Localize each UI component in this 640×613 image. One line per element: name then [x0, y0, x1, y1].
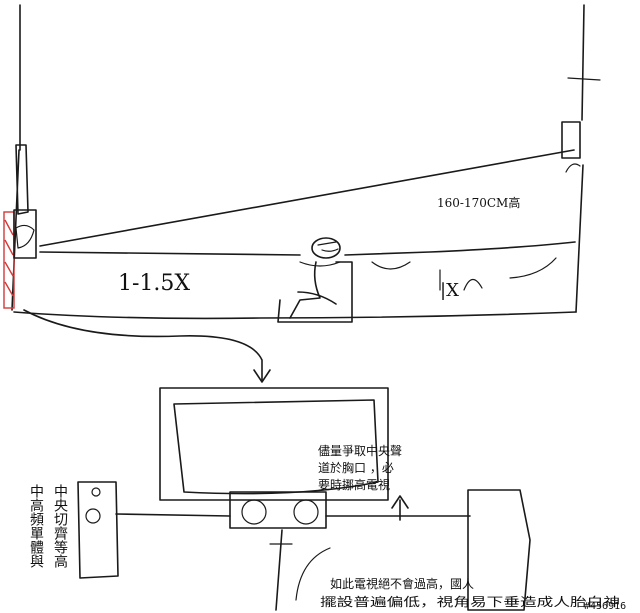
- listener-body: [289, 261, 321, 319]
- connector-curve: [23, 309, 263, 381]
- ear-arc: [371, 261, 411, 270]
- tv-outer: [159, 387, 389, 501]
- side-note: 中高 頻單 體與 中央 切齊 等高: [28, 484, 68, 568]
- center-speaker-front: [229, 491, 327, 529]
- room-side-view: [11, 4, 601, 320]
- listener-face: [317, 241, 339, 252]
- eye-height-label: 160-170CM高: [437, 195, 520, 210]
- left-woofer: [85, 508, 101, 524]
- side-note-col-1: 中高: [28, 484, 44, 512]
- x-mark: [463, 278, 483, 291]
- listener-arm: [297, 291, 337, 305]
- side-note-col-2: 頻單: [28, 512, 44, 540]
- advice-line-3: 要時挪高電視: [318, 477, 390, 492]
- seated-listener: [277, 237, 353, 323]
- stand-leg: [275, 529, 283, 611]
- watermark: #456916: [584, 601, 626, 612]
- room-arc: [509, 257, 557, 279]
- distance-label: 1-1.5X: [118, 271, 190, 296]
- floor-line: [13, 311, 577, 320]
- wall-speaker-front: [15, 144, 29, 215]
- side-note-col-5: 切齊: [52, 512, 68, 540]
- connector-arrowhead: [253, 369, 271, 383]
- raise-arrow-head: [391, 495, 409, 509]
- advice-line-2: 道於胸口 ，必: [318, 460, 394, 475]
- note-curve: [295, 547, 331, 601]
- height-note-line-1: 如此電視絕不會過高，國人: [330, 576, 474, 591]
- front-view: [77, 387, 531, 611]
- center-right-driver: [293, 499, 319, 525]
- left-wall: [11, 4, 21, 311]
- side-note-col-3: 體與: [28, 540, 44, 568]
- tv-screen-edge: [3, 211, 15, 309]
- wall-tv: [3, 144, 37, 309]
- sight-line: [39, 149, 575, 247]
- advice-line-1: 儘量爭取中央聲: [318, 443, 402, 458]
- center-speaker-box: [13, 209, 37, 259]
- center-left-driver: [241, 499, 267, 525]
- left-tweeter: [91, 487, 101, 497]
- tv-screen-hatch: [4, 219, 14, 297]
- side-note-col-4: 中央: [52, 484, 68, 512]
- speaker-driver: [15, 224, 35, 249]
- screen-width-label: |X: [440, 280, 459, 301]
- rear-speaker-box: [561, 121, 581, 159]
- ear-level-line: [39, 241, 576, 256]
- rear-speaker: [561, 121, 581, 173]
- listener-head: [311, 237, 341, 259]
- right-wall: [575, 4, 585, 313]
- right-front-speaker: [467, 489, 531, 611]
- side-note-col-6: 等高: [52, 539, 68, 568]
- seat-arc: [299, 261, 341, 267]
- ceiling-mark: [567, 77, 601, 81]
- height-note-line-2: 擺設普遍偏低，視角易下垂造成人胎白神: [320, 594, 620, 609]
- left-front-speaker: [77, 481, 119, 579]
- chair-outline: [277, 261, 353, 323]
- shelf-line: [115, 513, 471, 517]
- rear-speaker-arrow: [565, 163, 581, 173]
